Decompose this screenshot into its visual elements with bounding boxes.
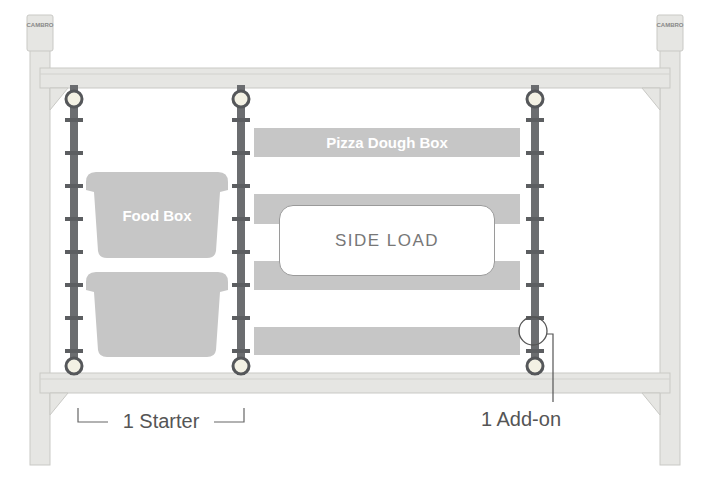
rail-notch bbox=[232, 250, 250, 254]
rail-notch bbox=[232, 118, 250, 122]
brand-mark: CAMBRO bbox=[27, 22, 54, 28]
rail-notch bbox=[65, 349, 83, 353]
starter-label: 1 Starter bbox=[123, 410, 200, 433]
uprights bbox=[65, 85, 544, 375]
rail-notch bbox=[526, 283, 544, 287]
rail-notch bbox=[232, 151, 250, 155]
rail-notch bbox=[232, 316, 250, 320]
rail-fitting bbox=[527, 358, 543, 374]
rail-notch bbox=[232, 217, 250, 221]
right-post-cap bbox=[657, 15, 683, 51]
brand-mark: CAMBRO bbox=[657, 22, 684, 28]
rail-fitting bbox=[233, 358, 249, 374]
pizza-dough-box bbox=[254, 327, 520, 355]
rail-notch bbox=[65, 217, 83, 221]
rail-notch bbox=[65, 283, 83, 287]
upright-rail bbox=[237, 85, 245, 375]
food-box: Food Box bbox=[85, 172, 229, 259]
corner-bracket bbox=[642, 393, 660, 415]
callout-circle bbox=[519, 317, 547, 345]
rail-notch bbox=[526, 118, 544, 122]
side-load-box: SIDE LOAD bbox=[279, 205, 495, 276]
box-label: SIDE LOAD bbox=[335, 231, 439, 251]
box-label: Food Box bbox=[122, 207, 191, 224]
rail-notch bbox=[65, 151, 83, 155]
rail-notch bbox=[65, 184, 83, 188]
left-post-cap bbox=[27, 15, 53, 51]
leader-line bbox=[547, 334, 553, 402]
rail-notch bbox=[526, 217, 544, 221]
rail-fitting bbox=[233, 91, 249, 107]
rail-notch bbox=[65, 118, 83, 122]
rail-fitting bbox=[66, 358, 82, 374]
upright-rail bbox=[531, 85, 539, 375]
left-post bbox=[30, 40, 50, 465]
bottom-rail bbox=[40, 373, 670, 393]
rail-notch bbox=[65, 316, 83, 320]
box-label: Pizza Dough Box bbox=[326, 134, 448, 151]
rail-notch bbox=[526, 250, 544, 254]
corner-bracket bbox=[50, 393, 68, 415]
upright-rail bbox=[70, 85, 78, 375]
rail-notch bbox=[526, 184, 544, 188]
rail-notch bbox=[65, 250, 83, 254]
rail-notch bbox=[526, 349, 544, 353]
rail-notch bbox=[232, 184, 250, 188]
rail-fitting bbox=[527, 91, 543, 107]
corner-bracket bbox=[642, 88, 660, 110]
rail-notch bbox=[232, 349, 250, 353]
add-on-label: 1 Add-on bbox=[481, 408, 561, 431]
food-box bbox=[86, 272, 228, 357]
right-post bbox=[660, 40, 680, 465]
rail-notch bbox=[232, 283, 250, 287]
pizza-dough-box: Pizza Dough Box bbox=[254, 128, 520, 157]
rail-fitting bbox=[66, 91, 82, 107]
top-rail bbox=[40, 68, 670, 88]
rail-notch bbox=[526, 151, 544, 155]
